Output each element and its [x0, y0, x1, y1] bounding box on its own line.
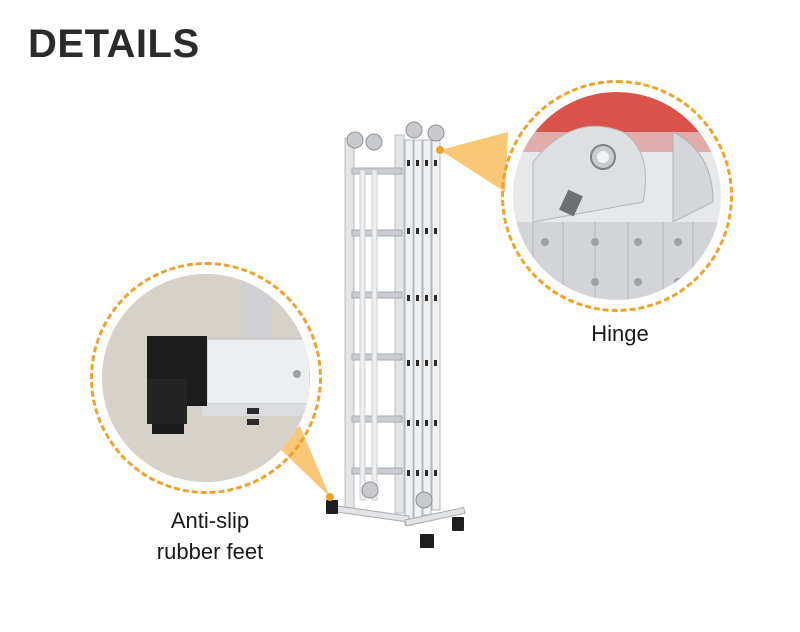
feet-label-line1: Anti-slip — [170, 508, 250, 533]
hinge-callout-ring — [501, 80, 733, 312]
feet-label: Anti-slip rubber feet — [130, 505, 290, 567]
hinge-detail-image — [513, 92, 721, 300]
feet-label-line2: rubber feet — [156, 539, 264, 564]
hinge-pointer-beam — [440, 132, 508, 192]
feet-callout-ring — [90, 262, 322, 494]
hinge-label: Hinge — [591, 321, 649, 346]
page-title: DETAILS — [28, 22, 200, 66]
ladder-image — [326, 121, 466, 548]
feet-detail-image — [102, 274, 310, 482]
